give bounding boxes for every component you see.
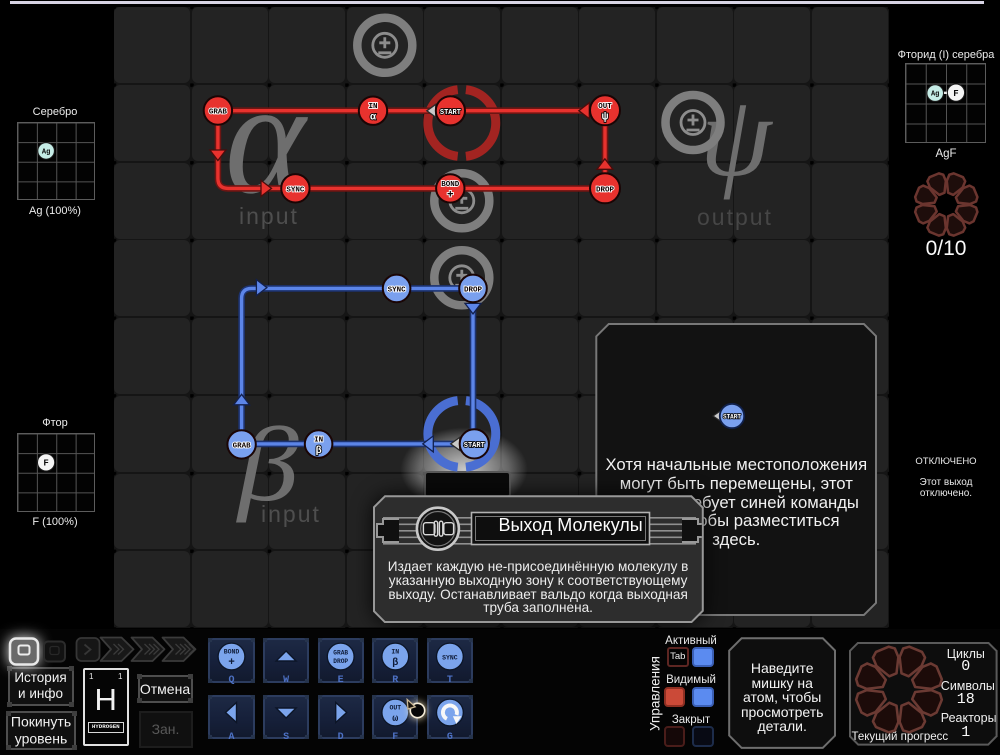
svg-text:DROP: DROP xyxy=(596,186,615,194)
svg-text:BOND: BOND xyxy=(441,181,460,189)
svg-text:β: β xyxy=(316,445,322,457)
svg-text:GRAB: GRAB xyxy=(209,109,228,117)
svg-text:SYNC: SYNC xyxy=(388,286,407,294)
svg-text:IN: IN xyxy=(368,103,377,111)
svg-text:START: START xyxy=(440,109,461,117)
svg-text:+: + xyxy=(447,189,454,201)
svg-text:START: START xyxy=(723,414,741,421)
svg-text:START: START xyxy=(464,442,485,450)
svg-text:DROP: DROP xyxy=(464,286,483,294)
svg-text:OUT: OUT xyxy=(598,103,612,111)
svg-text:α: α xyxy=(370,113,376,124)
svg-text:GRAB: GRAB xyxy=(233,442,252,450)
svg-text:ψ: ψ xyxy=(602,111,609,123)
svg-text:IN: IN xyxy=(314,437,323,445)
svg-text:SYNC: SYNC xyxy=(286,186,305,194)
